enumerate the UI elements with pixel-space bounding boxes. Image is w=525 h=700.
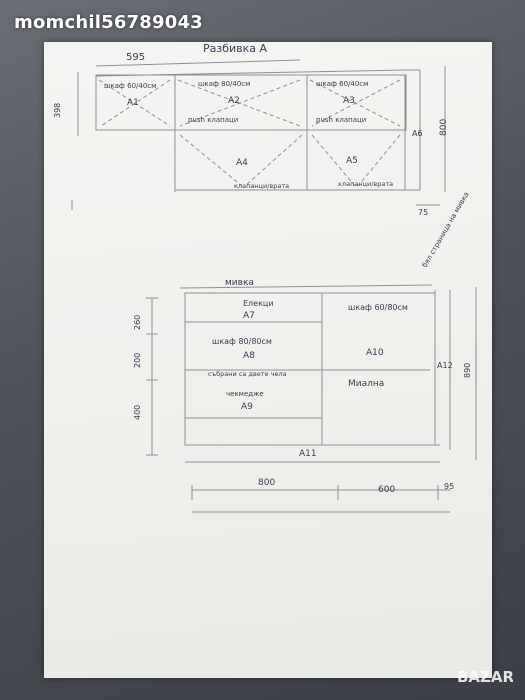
panel-A3-sub: push клапаци (316, 116, 366, 124)
panel-A3-text: шкаф 60/40см (316, 80, 368, 88)
bottom-width-2: 600 (378, 485, 395, 495)
bottom-top-label: мивка (225, 278, 254, 288)
panel-A12: А12 (437, 361, 453, 370)
panel-A4-text: клапанци/врата (234, 182, 289, 190)
bottom-height-3: 400 (133, 405, 142, 420)
panel-A2-text: шкаф 80/40см (198, 80, 250, 88)
bazar-logo-text: BAZAR (457, 668, 513, 686)
bottom-side-note: бял страница на мивка (421, 191, 471, 269)
top-width-label: 595 (126, 52, 145, 63)
bottom-height-1: 260 (133, 315, 142, 330)
top-small-width: 75 (418, 208, 428, 217)
paper-sheet (44, 42, 492, 678)
bottom-width-3: 95 (444, 482, 454, 491)
top-dimension-line (95, 59, 301, 67)
panel-A7-text: Елекци (243, 299, 274, 308)
sketch-title: Разбивка А (203, 42, 268, 55)
panel-A1-id: А1 (127, 98, 139, 108)
top-left-height: 398 (53, 103, 62, 118)
panel-A3-id: А3 (343, 96, 355, 106)
bottom-base-cabinets (184, 292, 436, 446)
bazar-logo: BAZAR (457, 668, 513, 686)
panel-A2-sub: push клапаци (188, 116, 238, 124)
panel-A8-id: А8 (243, 351, 255, 361)
panel-A10-id: А10 (366, 348, 384, 358)
panel-A11: А11 (299, 449, 317, 459)
panel-A9-text: чекмедже (226, 390, 264, 398)
seller-watermark: momchil56789043 (14, 12, 203, 33)
panel-A5-id: А5 (346, 156, 358, 166)
top-right-height: 800 (439, 119, 449, 136)
panel-A7-id: А7 (243, 311, 255, 321)
bottom-height-2: 200 (133, 353, 142, 368)
panel-A4-id: А4 (236, 158, 248, 168)
panel-A2-id: А2 (228, 96, 240, 106)
bottom-right-height: 890 (463, 363, 472, 378)
panel-A5-text: клапанци/врата (338, 180, 393, 188)
bottom-width-1: 800 (258, 478, 275, 488)
panel-A1-text: шкаф 60/40см (104, 82, 156, 90)
panel-A6: А6 (412, 129, 423, 138)
panel-A10b-text: Миална (348, 379, 384, 389)
panel-A9-id: А9 (241, 402, 253, 412)
panel-A10-text: шкаф 60/80см (348, 303, 408, 312)
panel-A8-text: шкаф 80/80см (212, 337, 272, 346)
drawer-note: събрани са двете чела (208, 370, 287, 378)
